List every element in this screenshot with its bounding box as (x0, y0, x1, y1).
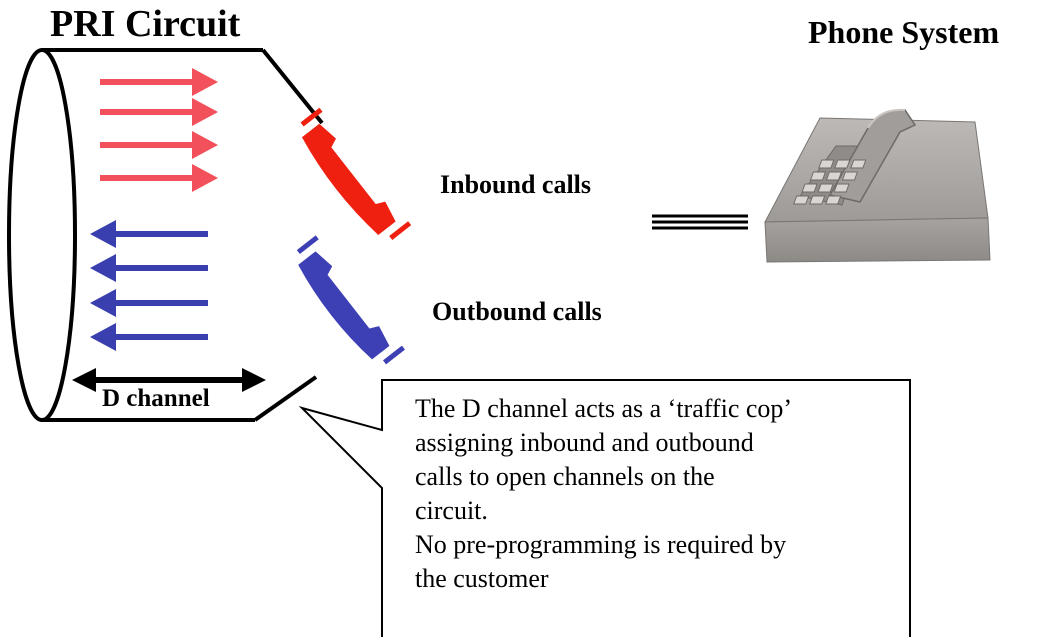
inbound-calls-label: Inbound calls (440, 170, 592, 199)
outbound-calls-label: Outbound calls (432, 297, 602, 326)
inbound-arrow-1 (100, 68, 218, 96)
d-channel-arrow (72, 368, 266, 392)
pri-circuit-cylinder (7, 48, 324, 422)
cylinder-end-ellipse (7, 48, 77, 422)
d-channel-label: D channel (100, 385, 212, 413)
keypad (793, 159, 867, 205)
outbound-arrow-4 (90, 323, 208, 351)
pri-circuit-title: PRI Circuit (50, 3, 241, 45)
connection-line (652, 214, 748, 230)
callout-line: the customer (415, 564, 549, 593)
inbound-arrow-3 (100, 131, 218, 159)
inbound-arrow-4 (100, 164, 218, 192)
outbound-arrow-1 (90, 220, 208, 248)
inbound-arrow-2 (100, 98, 218, 126)
desk-telephone-icon (764, 108, 991, 263)
cylinder-bottom-taper (253, 375, 318, 422)
callout-line: circuit. (415, 496, 488, 525)
callout-line: The D channel acts as a ‘traffic cop’ (415, 394, 793, 423)
callout-line: assigning inbound and outbound (415, 428, 754, 457)
cylinder-top-taper (261, 48, 324, 125)
outbound-arrows (90, 220, 208, 351)
callout-outline (298, 379, 911, 637)
callout-text: The D channel acts as a ‘traffic cop’ as… (415, 392, 895, 596)
inbound-handset-icon (300, 107, 412, 240)
outbound-arrow-2 (90, 254, 208, 282)
outbound-handset-icon (296, 235, 405, 365)
inbound-arrows (100, 68, 218, 192)
phone-system-title: Phone System (808, 14, 1000, 50)
callout-box (298, 379, 911, 637)
outbound-arrow-3 (90, 289, 208, 317)
callout-line: calls to open channels on the (415, 462, 715, 491)
callout-line: No pre-programming is required by (415, 530, 787, 559)
